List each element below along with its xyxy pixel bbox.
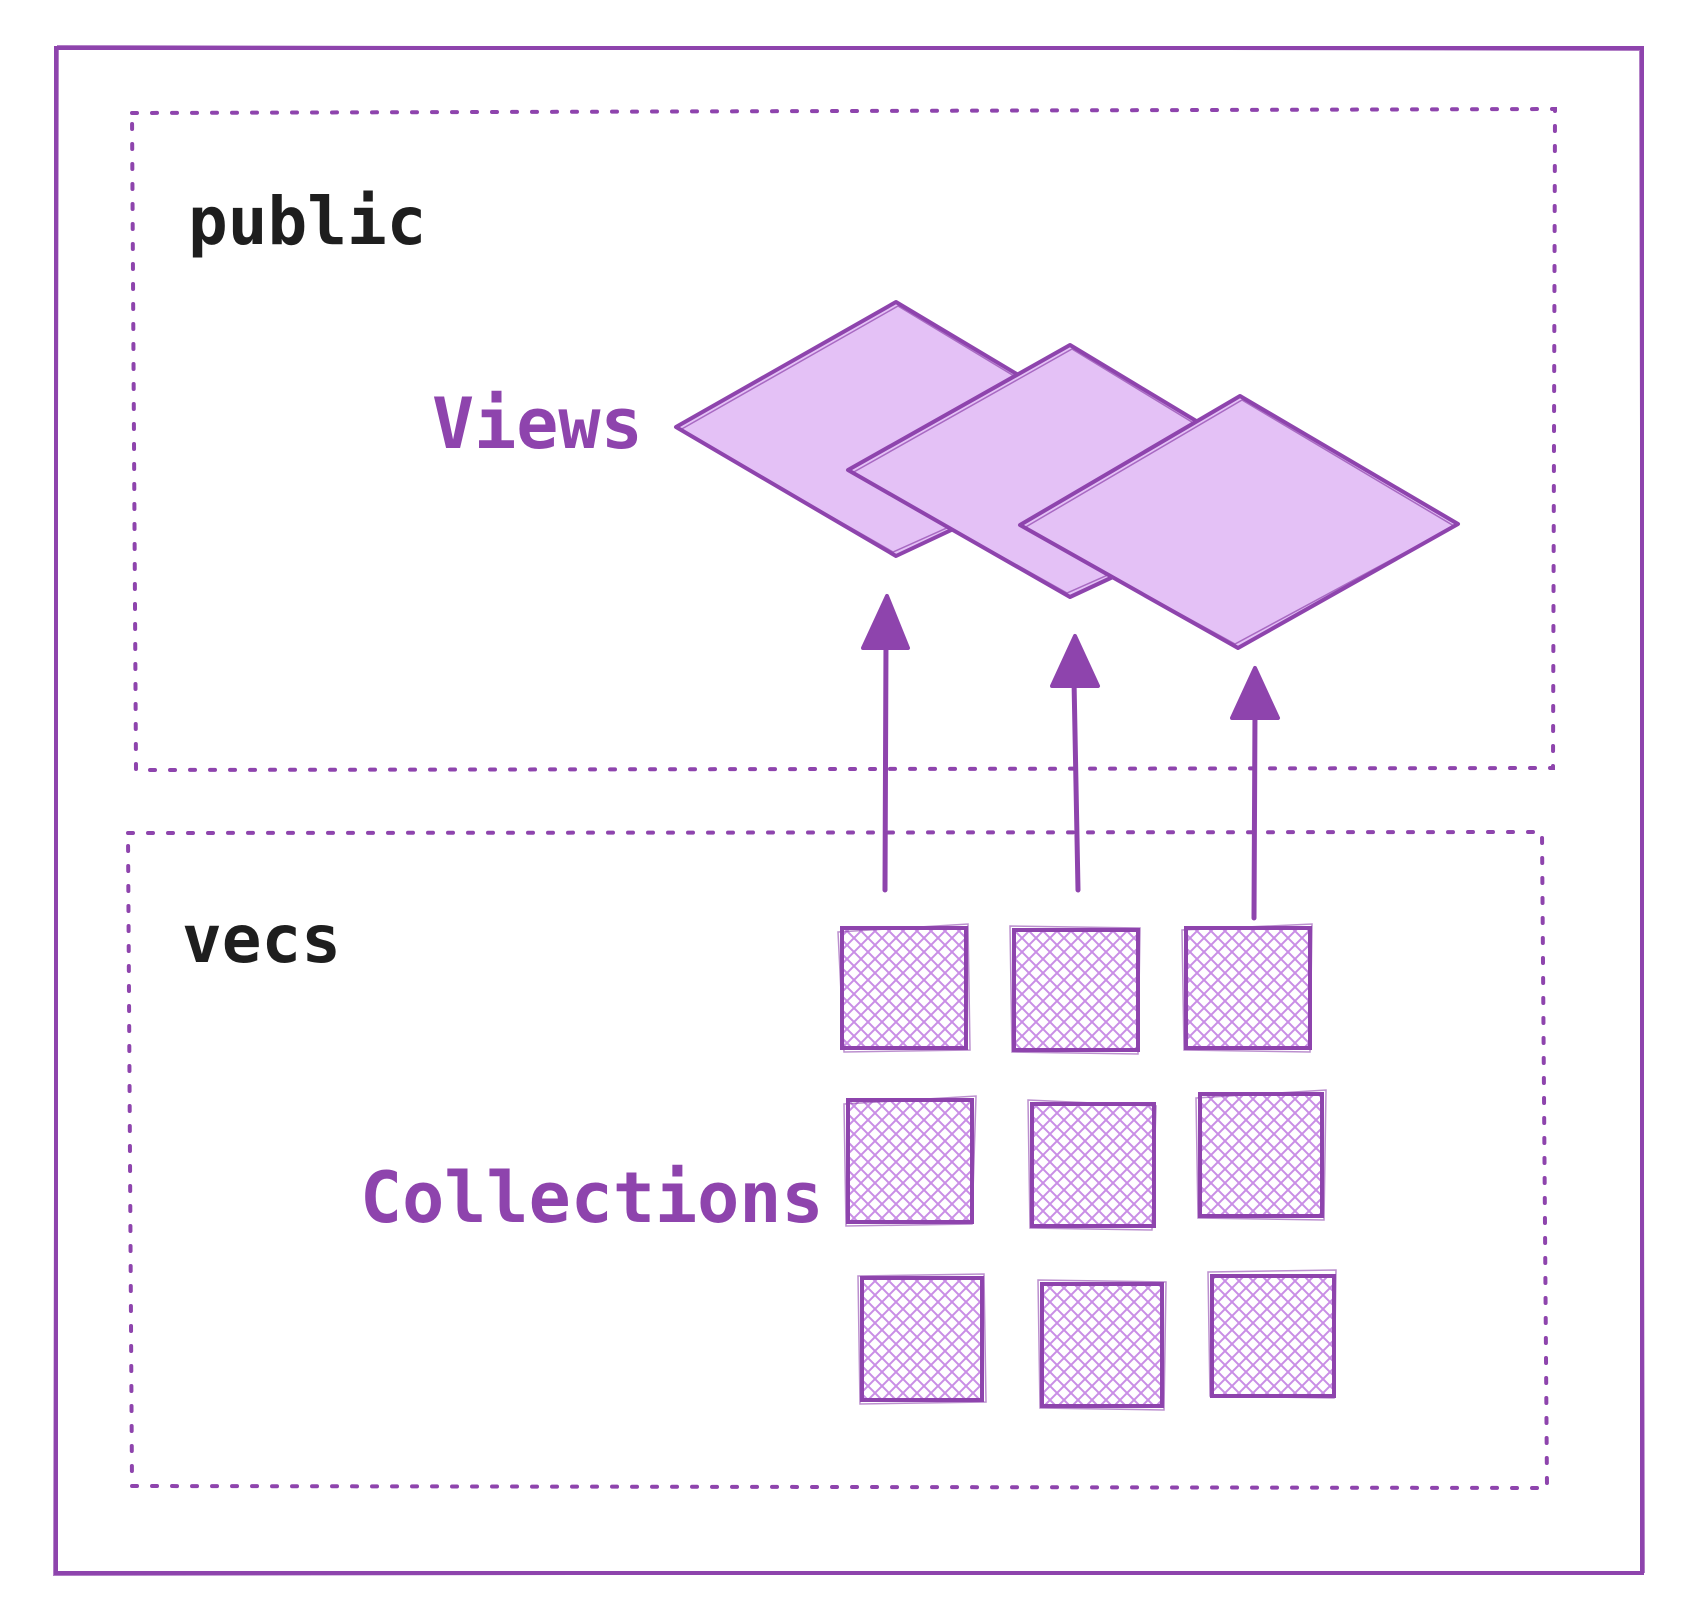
collection-cell (1009, 925, 1141, 1055)
collection-cell (1207, 1269, 1337, 1399)
view-plane-3 (1018, 394, 1460, 650)
collection-cell (1181, 923, 1313, 1053)
views-label: Views (432, 383, 643, 465)
collection-cell (857, 1273, 987, 1405)
collection-cell (843, 1095, 977, 1227)
collection-cell (1037, 1279, 1167, 1411)
arrow-3 (1230, 666, 1280, 921)
vecs-schema-label: vecs (182, 901, 341, 978)
outer-container (52, 44, 1646, 1577)
public-schema-box: public (129, 106, 1558, 773)
arrow-1 (861, 594, 910, 893)
collections-label: Collections (360, 1157, 824, 1239)
collection-cell (837, 923, 971, 1053)
arrow-2 (1050, 634, 1100, 893)
public-schema-label: public (188, 183, 426, 260)
collection-cell (1027, 1099, 1157, 1231)
collection-cell (1195, 1089, 1327, 1221)
collections-grid (837, 923, 1337, 1411)
vecs-schema-box: vecs (125, 829, 1550, 1491)
